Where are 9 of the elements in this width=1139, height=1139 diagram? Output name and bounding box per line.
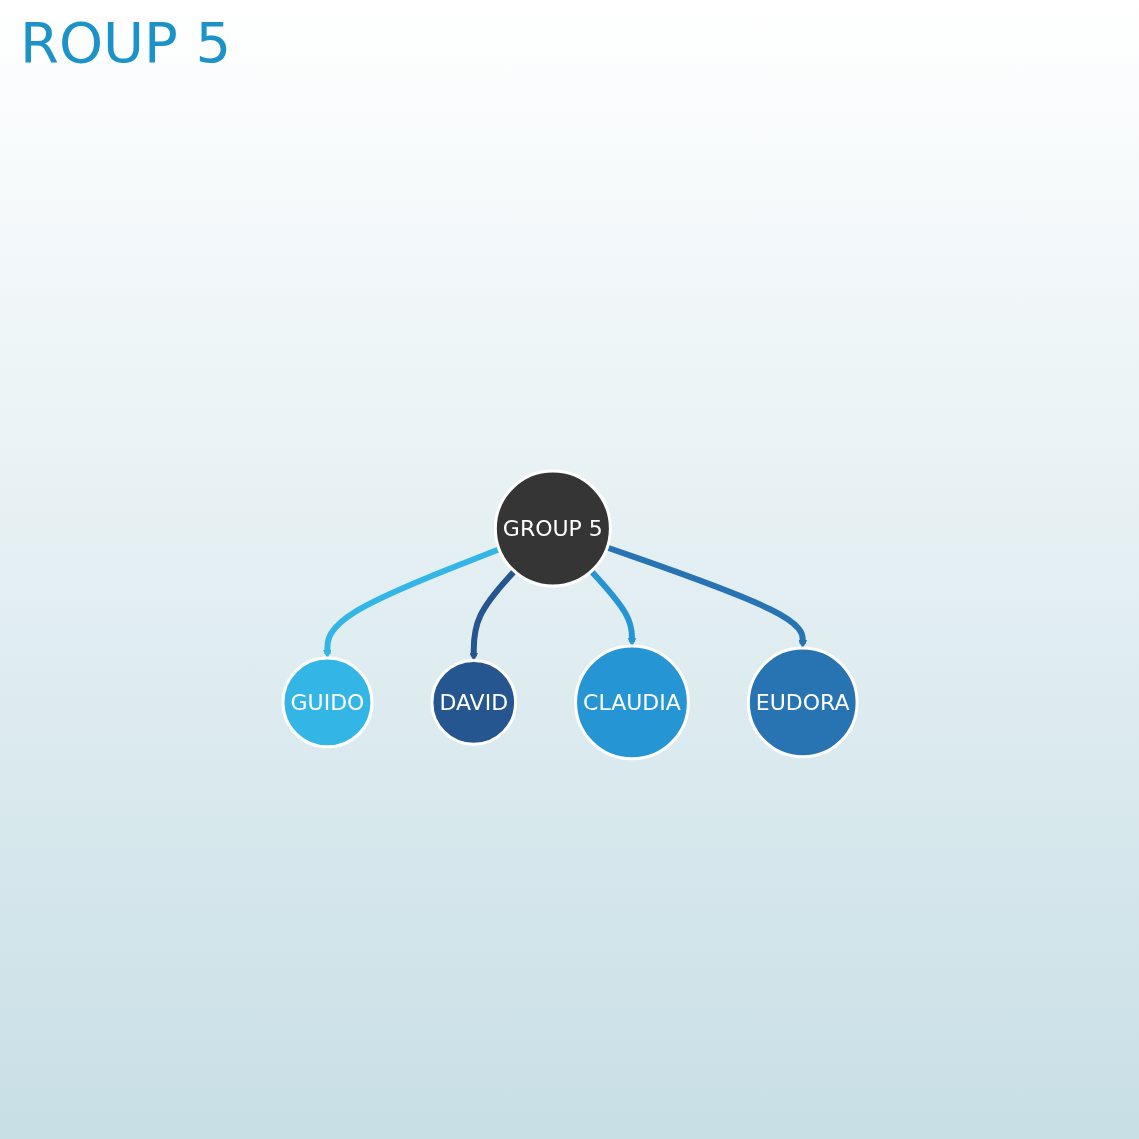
node-circle: DAVID [430, 659, 518, 746]
node-circle: EUDORA [746, 646, 859, 759]
node-circle: GROUP 5 [493, 469, 612, 588]
node-circle: CLAUDIA [574, 644, 690, 761]
arrow [323, 546, 501, 659]
title: ROUP 5 [20, 10, 232, 75]
arrow [606, 544, 808, 649]
arrow [589, 569, 637, 647]
node-circle: GUIDO [281, 656, 374, 749]
